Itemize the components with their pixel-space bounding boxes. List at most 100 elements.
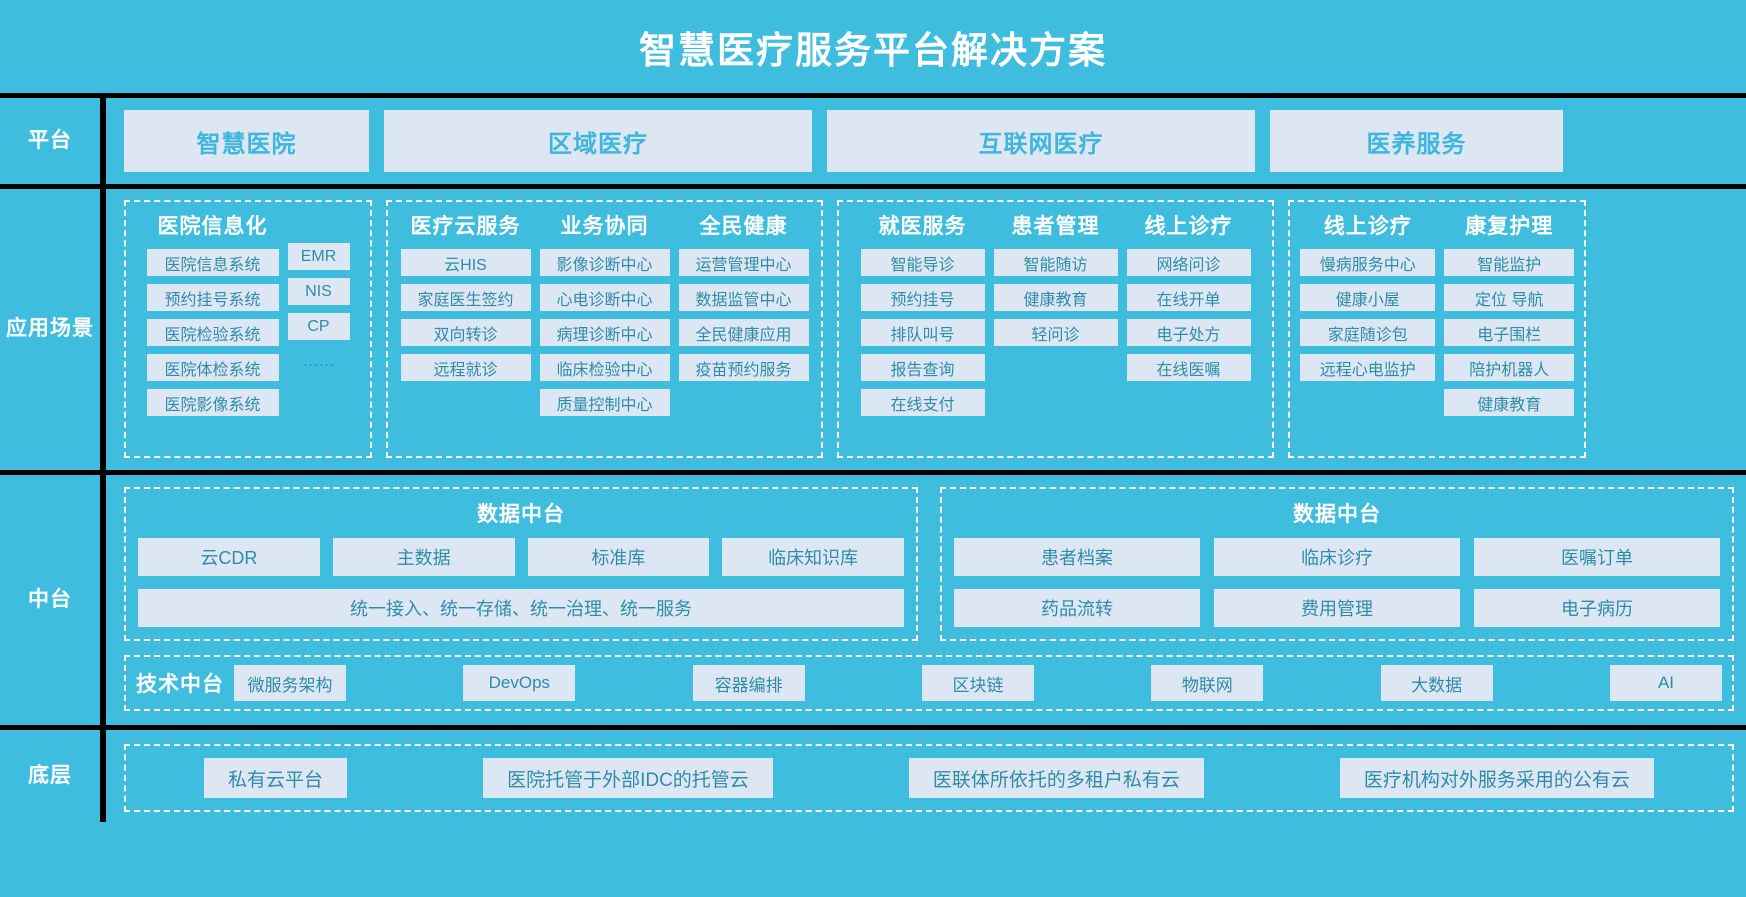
app-item[interactable]: 质量控制中心 (539, 389, 670, 416)
bottom-item[interactable]: 私有云平台 (204, 758, 348, 798)
platform-box-internet-healthcare[interactable]: 互联网医疗 (827, 110, 1255, 172)
app-item[interactable]: 远程心电监护 (1300, 354, 1436, 381)
app-column-heading: 康复护理 (1465, 215, 1554, 238)
data-center-left: 数据中台 云CDR 主数据 标准库 临床知识库 统一接入、统一存储、统一治理、统… (124, 487, 918, 641)
app-item[interactable]: 心电诊断中心 (539, 284, 670, 311)
app-item[interactable]: 家庭医生签约 (400, 284, 531, 311)
tech-item[interactable]: 容器编排 (692, 665, 805, 701)
app-group-columns: 医院信息化 医院信息系统 预约挂号系统 医院检验系统 医院体检系统 医院影像系统… (136, 210, 360, 424)
app-item[interactable]: NIS (287, 278, 350, 305)
tech-platform-strip: 技术中台 微服务架构 DevOps 容器编排 区块链 物联网 大数据 AI (124, 655, 1734, 711)
platform-box-regional-healthcare[interactable]: 区域医疗 (384, 110, 812, 172)
app-item[interactable]: 在线开单 (1126, 284, 1251, 311)
app-item[interactable]: 医院信息系统 (146, 249, 279, 276)
platform-box-smart-hospital[interactable]: 智慧医院 (124, 110, 369, 172)
tech-item[interactable]: 大数据 (1380, 665, 1493, 701)
data-center-left-footer[interactable]: 统一接入、统一存储、统一治理、统一服务 (138, 589, 904, 627)
app-column-medical-cloud-service: 医疗云服务 云HIS 家庭医生签约 双向转诊 远程就诊 (400, 210, 531, 424)
app-group-regional-healthcare: 医疗云服务 云HIS 家庭医生签约 双向转诊 远程就诊 业务协同 影像诊断中心 … (386, 200, 823, 458)
data-center-item[interactable]: 主数据 (332, 538, 515, 576)
bottom-item[interactable]: 医联体所依托的多租户私有云 (908, 758, 1204, 798)
app-column-heading: 医院信息化 (157, 215, 268, 238)
app-item[interactable]: 远程就诊 (400, 354, 531, 381)
divider-sidebar-middle (100, 475, 106, 725)
app-group-columns: 线上诊疗 慢病服务中心 健康小屋 家庭随诊包 远程心电监护 康复护理 智能监护 … (1300, 210, 1574, 424)
tech-item[interactable]: DevOps (463, 665, 576, 701)
app-item[interactable]: 双向转诊 (400, 319, 531, 346)
app-item[interactable]: 医院体检系统 (146, 354, 279, 381)
app-item[interactable]: 数据监管中心 (678, 284, 809, 311)
tech-item[interactable]: 微服务架构 (234, 665, 346, 701)
app-item[interactable]: 健康小屋 (1300, 284, 1436, 311)
divider-sidebar-application (100, 189, 106, 470)
app-item[interactable]: 轻问诊 (993, 319, 1118, 346)
app-item[interactable]: 智能监护 (1444, 249, 1574, 276)
app-column-heading (288, 210, 350, 234)
data-center-item[interactable]: 临床诊疗 (1214, 538, 1460, 576)
data-center-item[interactable]: 患者档案 (954, 538, 1200, 576)
app-item[interactable]: 影像诊断中心 (539, 249, 670, 276)
data-center-item[interactable]: 费用管理 (1214, 589, 1460, 627)
bottom-layer-group: 私有云平台 医院托管于外部IDC的托管云 医联体所依托的多租户私有云 医疗机构对… (124, 744, 1734, 812)
app-item[interactable]: 健康教育 (1444, 389, 1574, 416)
app-item[interactable]: 临床检验中心 (539, 354, 670, 381)
divider-platform (0, 184, 1746, 189)
data-center-groups: 数据中台 云CDR 主数据 标准库 临床知识库 统一接入、统一存储、统一治理、统… (124, 487, 1734, 641)
app-item[interactable]: 在线医嘱 (1126, 354, 1251, 381)
app-item[interactable]: 预约挂号系统 (146, 284, 279, 311)
bottom-layer-content: 私有云平台 医院托管于外部IDC的托管云 医联体所依托的多租户私有云 医疗机构对… (106, 730, 1746, 822)
app-column-online-diagnosis-care: 线上诊疗 慢病服务中心 健康小屋 家庭随诊包 远程心电监护 (1300, 210, 1436, 424)
app-column-heading: 医疗云服务 (410, 215, 521, 238)
app-item[interactable]: 医院检验系统 (146, 319, 279, 346)
bottom-item[interactable]: 医疗机构对外服务采用的公有云 (1339, 758, 1654, 798)
data-center-item[interactable]: 电子病历 (1474, 589, 1720, 627)
app-item[interactable]: 全民健康应用 (678, 319, 809, 346)
tech-item[interactable]: AI (1609, 665, 1722, 701)
app-item[interactable]: CP (287, 313, 350, 340)
data-center-left-title: 数据中台 (477, 503, 565, 526)
data-center-item[interactable]: 临床知识库 (722, 538, 904, 576)
app-item[interactable]: 预约挂号 (860, 284, 985, 311)
platform-row: 平台 智慧医院 区域医疗 互联网医疗 医养服务 (0, 98, 1746, 184)
app-group-medical-elderly-care: 线上诊疗 慢病服务中心 健康小屋 家庭随诊包 远程心电监护 康复护理 智能监护 … (1288, 200, 1586, 458)
app-item[interactable]: 医院影像系统 (146, 389, 279, 416)
data-center-left-items: 云CDR 主数据 标准库 临床知识库 (138, 538, 904, 576)
app-item[interactable]: 疫苗预约服务 (678, 354, 809, 381)
app-column-heading: 线上诊疗 (1323, 215, 1412, 238)
app-item[interactable]: 慢病服务中心 (1300, 249, 1436, 276)
sidebar-label-application: 应用场景 (0, 189, 100, 470)
app-item[interactable]: 云HIS (400, 249, 531, 276)
app-item[interactable]: EMR (287, 243, 350, 270)
sidebar-label-middle: 中台 (0, 475, 100, 725)
tech-item[interactable]: 区块链 (921, 665, 1034, 701)
app-item[interactable]: 智能随访 (993, 249, 1118, 276)
data-center-item[interactable]: 标准库 (527, 538, 710, 576)
data-center-item[interactable]: 药品流转 (954, 589, 1200, 627)
app-item[interactable]: 网络问诊 (1126, 249, 1251, 276)
app-item[interactable]: 家庭随诊包 (1300, 319, 1436, 346)
app-item[interactable]: 排队叫号 (860, 319, 985, 346)
app-item[interactable]: 在线支付 (860, 389, 985, 416)
divider-application (0, 470, 1746, 475)
tech-platform-label: 技术中台 (136, 673, 224, 696)
data-center-item[interactable]: 云CDR (138, 538, 320, 576)
app-column-heading: 线上诊疗 (1144, 215, 1233, 238)
bottom-item[interactable]: 医院托管于外部IDC的托管云 (483, 758, 773, 798)
app-item[interactable]: 电子围栏 (1444, 319, 1574, 346)
platform-box-medical-elderly-care[interactable]: 医养服务 (1270, 110, 1563, 172)
title-bar: 智慧医疗服务平台解决方案 (0, 0, 1746, 93)
app-item[interactable]: 定位 导航 (1444, 284, 1574, 311)
app-column-heading: 全民健康 (699, 215, 788, 238)
app-item[interactable]: 陪护机器人 (1444, 354, 1574, 381)
app-item[interactable]: 病理诊断中心 (539, 319, 670, 346)
app-item[interactable]: 电子处方 (1126, 319, 1251, 346)
app-item[interactable]: 智能导诊 (860, 249, 985, 276)
app-column-heading: 就医服务 (878, 215, 967, 238)
app-item[interactable]: 运营管理中心 (678, 249, 809, 276)
app-item[interactable]: 健康教育 (993, 284, 1118, 311)
data-center-item[interactable]: 医嘱订单 (1474, 538, 1720, 576)
app-item[interactable]: 报告查询 (860, 354, 985, 381)
tech-item[interactable]: 物联网 (1151, 665, 1264, 701)
sidebar-label-platform: 平台 (0, 98, 100, 184)
